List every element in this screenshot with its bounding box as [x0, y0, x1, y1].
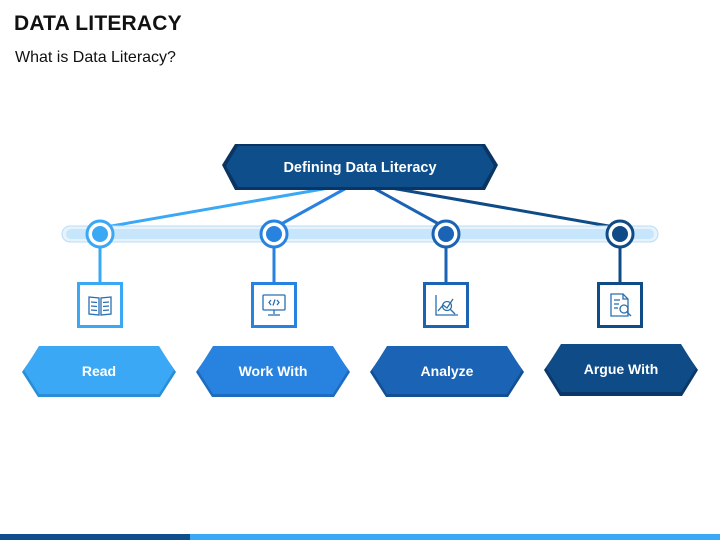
slide-title: DATA LITERACY [14, 12, 182, 35]
slide-subtitle: What is Data Literacy? [15, 49, 176, 66]
item-read-icon-box [80, 285, 120, 325]
header-banner: Defining Data Literacy [222, 144, 498, 190]
item-argue-with-icon-box [600, 285, 640, 325]
item-read: Read [22, 219, 176, 397]
book-icon [88, 296, 112, 316]
item-argue-with-label: Argue With [584, 361, 659, 377]
item-argue-with: Argue With [544, 219, 698, 396]
item-read-label: Read [82, 363, 116, 379]
timeline-bar-inner [66, 229, 654, 239]
item-read-card [24, 346, 174, 394]
item-work-with-card [198, 346, 348, 394]
footer-accent-bar [0, 534, 720, 540]
timeline-bar [61, 225, 659, 243]
monitor-code-icon [262, 294, 286, 316]
connector-line-argue-with [379, 184, 621, 230]
item-analyze-card [372, 346, 522, 394]
item-argue-with-node-dot [612, 226, 628, 242]
item-analyze-node-dot [438, 226, 454, 242]
item-work-with-label: Work With [239, 363, 308, 379]
connector-line-read [99, 184, 341, 230]
item-analyze-icon-box [426, 285, 466, 325]
item-work-with: Work With [196, 219, 350, 397]
connector-line-work-with [273, 184, 351, 230]
item-work-with-node-dot [266, 226, 282, 242]
item-analyze: Analyze [370, 219, 524, 397]
item-work-with-icon-box [254, 285, 294, 325]
connector-lines [99, 184, 621, 230]
item-analyze-label: Analyze [421, 363, 474, 379]
connector-line-analyze [369, 184, 447, 230]
header-banner-shape [226, 146, 494, 187]
item-argue-with-card [546, 344, 696, 392]
chart-search-icon [435, 295, 458, 316]
header-banner-label: Defining Data Literacy [283, 160, 436, 176]
item-read-node-dot [92, 226, 108, 242]
document-search-icon [610, 293, 632, 317]
